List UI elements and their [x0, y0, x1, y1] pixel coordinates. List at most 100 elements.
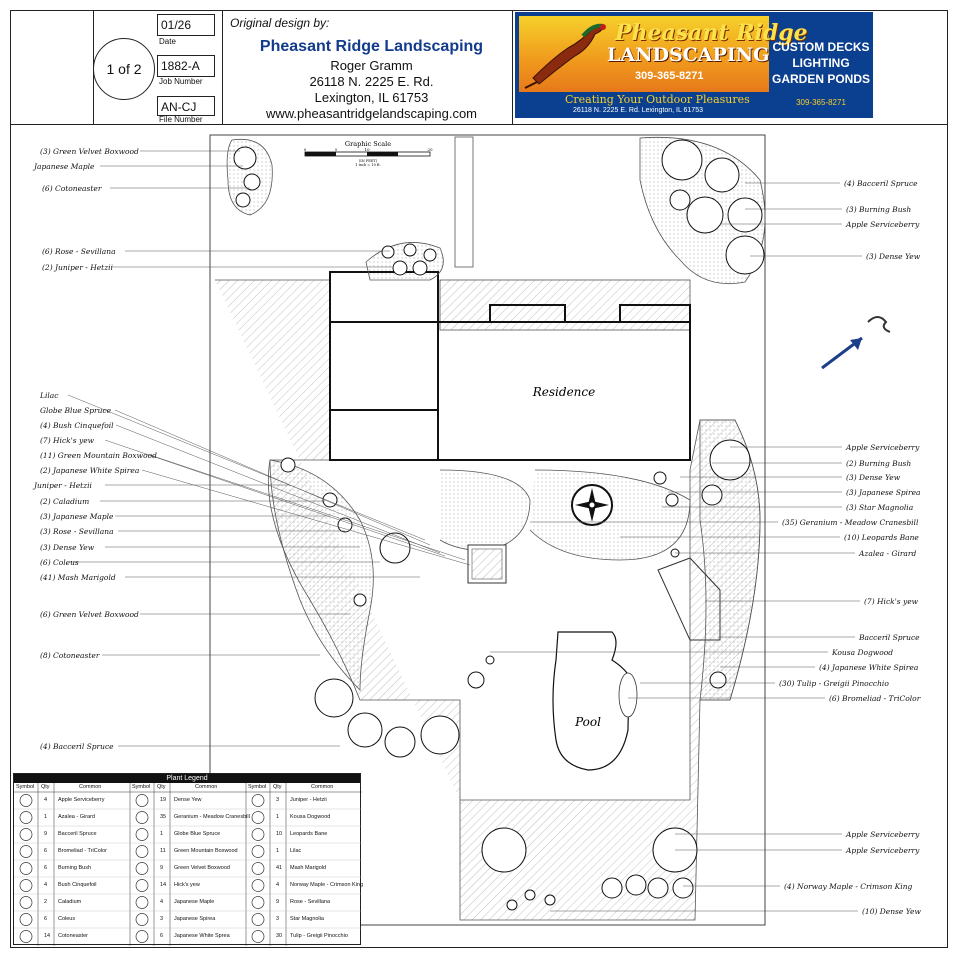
- legend-common-name: Lilac: [290, 848, 302, 854]
- service-lighting: LIGHTING: [792, 56, 850, 70]
- legend-common-name: Burning Bush: [58, 865, 92, 871]
- legend-common-name: Green Mountain Boxwood: [174, 848, 238, 854]
- plant-label: (2) Juniper - Hetzii: [42, 263, 113, 272]
- legend-common-name: Bush Cinquefoil: [58, 882, 97, 888]
- plant-label: (4) Bush Cinquefoil: [40, 421, 114, 430]
- legend-qty: 1: [160, 831, 164, 837]
- legend-header-qty: Qty: [157, 784, 166, 790]
- legend-qty: 4: [160, 899, 164, 905]
- legend-qty: 1: [276, 814, 280, 820]
- plant-label: (3) Dense Yew: [40, 543, 95, 552]
- legend-common-name: Bromeliad - TriColor: [58, 848, 107, 854]
- legend-qty: 4: [44, 797, 48, 803]
- pool: [552, 631, 633, 771]
- legend-qty: 1: [276, 848, 280, 854]
- logo-tag-bar: [519, 92, 769, 118]
- plant-label: (6) Bromeliad - TriColor: [829, 694, 921, 703]
- plant-label: (11) Green Mountain Boxwood: [40, 451, 157, 460]
- plant-label: (2) Japanese White Spirea: [40, 466, 140, 475]
- pool-label: Pool: [574, 715, 601, 729]
- driveway-strip: [454, 136, 474, 268]
- legend-qty: 9: [160, 865, 164, 871]
- plant-label: (41) Mash Marigold: [40, 573, 116, 582]
- legend-qty: 19: [160, 797, 167, 803]
- legend-common-name: Japanese Maple: [174, 899, 215, 905]
- legend-common-name: Bacceril Spruce: [58, 831, 97, 837]
- legend-header-common: Common: [79, 784, 102, 790]
- plant-label: (3) Japanese Maple: [40, 512, 114, 521]
- legend-qty: 6: [160, 933, 164, 939]
- legend-qty: 14: [160, 882, 167, 888]
- logo-title: Pheasant Ridge: [615, 20, 808, 46]
- plant-label: Globe Blue Spruce: [40, 406, 112, 415]
- plant-label: (3) Japanese Spirea: [846, 488, 921, 497]
- compass-rose-icon: [571, 484, 613, 526]
- legend-qty: 3: [276, 916, 280, 922]
- legend-header-common: Common: [311, 784, 334, 790]
- logo-side-phone: 309-365-8271: [796, 98, 846, 107]
- scale-units: (IN FEET): [359, 159, 378, 163]
- plant-label: (2) Burning Bush: [846, 459, 912, 468]
- plant-label: (2) Caladium: [40, 497, 90, 506]
- plant-label: Kousa Dogwood: [832, 648, 894, 657]
- legend-header-symbol: Symbol: [132, 784, 151, 790]
- legend-qty: 1: [44, 814, 48, 820]
- scale-title: Graphic Scale: [345, 140, 391, 148]
- date-value: 01/26: [157, 14, 215, 36]
- graphic-scale: [304, 151, 431, 157]
- scale-tick: 20: [427, 147, 433, 152]
- file-number-value: AN-CJ: [157, 96, 215, 116]
- legend-common-name: Azalea - Girard: [58, 814, 95, 820]
- scale-tick: 10: [364, 147, 370, 152]
- legend-qty: 9: [276, 899, 280, 905]
- legend-common-name: Caladium: [58, 899, 82, 905]
- plant-label: (35) Geranium - Meadow Cranesbill: [782, 518, 919, 527]
- legend-common-name: Tulip - Greigii Pinocchio: [290, 933, 348, 939]
- legend-header-symbol: Symbol: [16, 784, 35, 790]
- plant-label: (4) Norway Maple - Crimson King: [784, 882, 913, 891]
- plant-label: Apple Serviceberry: [846, 443, 920, 452]
- plant-label: Juniper - Hetzii: [34, 481, 92, 490]
- address-line-1: 26118 N. 2225 E. Rd.: [309, 74, 434, 89]
- plant-label: Bacceril Spruce: [859, 633, 920, 642]
- plant-label: (3) Dense Yew: [866, 252, 921, 261]
- plant-label: (6) Green Velvet Boxwood: [40, 610, 139, 619]
- logo-tag-address: 26118 N. 2225 E. Rd. Lexington, IL 61753: [573, 107, 703, 114]
- legend-qty: 6: [44, 848, 48, 854]
- legend-qty: 4: [276, 882, 280, 888]
- legend-common-name: Norway Maple - Crimson King: [290, 882, 364, 888]
- legend-common-name: Japanese Spirea: [174, 916, 216, 922]
- page-number: 1 of 2: [93, 38, 155, 100]
- plant-label: (30) Tulip - Greigii Pinocchio: [779, 679, 889, 688]
- title-block-divider: [10, 124, 948, 125]
- scale-tick: 5: [335, 147, 338, 152]
- plant-label: (10) Leopards Bane: [844, 533, 919, 542]
- north-arrow-icon: [821, 316, 891, 370]
- plant-label: (3) Dense Yew: [846, 473, 901, 482]
- legend-header-qty: Qty: [273, 784, 282, 790]
- legend-common-name: Apple Serviceberry: [58, 797, 105, 803]
- file-number-label: File Number: [159, 115, 203, 124]
- date-label: Date: [159, 37, 176, 46]
- legend-qty: 11: [160, 848, 166, 854]
- legend-qty: 10: [276, 831, 283, 837]
- title-block-separator: [512, 10, 513, 124]
- legend-common-name: Leopards Bane: [290, 831, 328, 837]
- plant-label: Apple Serviceberry: [846, 830, 920, 839]
- website-link[interactable]: www.pheasantridgelandscaping.com: [265, 106, 477, 121]
- plant-label: (3) Star Magnolia: [846, 503, 914, 512]
- logo-subtitle: LANDSCAPING: [607, 44, 770, 66]
- plant-label: (10) Dense Yew: [862, 907, 921, 916]
- plant-label: Apple Serviceberry: [846, 220, 920, 229]
- legend-common-name: Coleus: [58, 916, 76, 922]
- legend-common-name: Green Velvet Boxwood: [174, 865, 230, 871]
- plant-label: (3) Rose - Sevillana: [40, 527, 114, 536]
- plant-label: (4) Japanese White Spirea: [819, 663, 919, 672]
- design-by-label: Original design by:: [230, 16, 330, 30]
- legend-qty: 3: [276, 797, 280, 803]
- legend-qty: 6: [44, 916, 48, 922]
- legend-qty: 2: [44, 899, 48, 905]
- legend-common-name: Cotoneaster: [58, 933, 88, 939]
- job-number-label: Job Number: [159, 77, 203, 86]
- job-number-value: 1882-A: [157, 55, 215, 77]
